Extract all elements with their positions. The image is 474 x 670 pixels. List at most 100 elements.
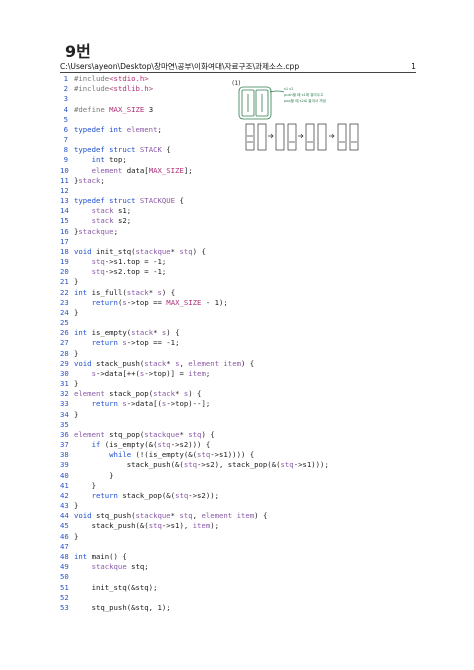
line-number: 11 (60, 175, 69, 185)
code-token: stq (280, 460, 294, 470)
code-token: stack (91, 206, 114, 216)
code-token: s (157, 287, 162, 297)
code-token: stack_pop( (104, 389, 154, 399)
code-token (74, 369, 92, 378)
code-token: typedef int (74, 124, 127, 134)
code-line: 45 stack_push(&(stq->s1), item); (60, 521, 219, 531)
line-number: 2 (63, 84, 68, 94)
code-token: , (179, 358, 189, 368)
line-number: 44 (60, 511, 69, 521)
code-token: ->data[++( (95, 368, 140, 378)
line-number: 42 (60, 490, 69, 500)
code-token (74, 206, 92, 215)
code-token: if (91, 440, 101, 450)
code-token: stack (91, 216, 114, 226)
code-token: stq (91, 257, 105, 267)
code-token: } (74, 175, 79, 185)
code-token: return (91, 297, 118, 307)
code-token (74, 257, 92, 266)
code-token: } (74, 277, 79, 287)
code-line: 38 while (!(is_empty(&(stq->s1)))) { (60, 450, 254, 460)
code-token: ; (100, 175, 105, 185)
code-token: stq (179, 511, 193, 521)
line-number: 7 (63, 135, 68, 145)
code-line: 27 return s->top == -1; (60, 338, 179, 348)
code-token: stack (131, 328, 154, 338)
code-token: MAX_SIZE (148, 165, 184, 175)
line-number: 32 (60, 389, 69, 399)
code-token: { (161, 145, 171, 155)
code-token: stack (153, 389, 176, 399)
code-line: 41 } (60, 481, 96, 491)
code-token: } (74, 307, 79, 317)
code-token: MAX_SIZE (109, 104, 145, 114)
code-token: s (161, 399, 167, 409)
line-number: 41 (60, 480, 69, 490)
code-token: ->s1), (161, 521, 193, 531)
code-token: ->s1))); (293, 460, 329, 470)
code-token: STACK (139, 145, 162, 155)
code-line: 12 (60, 186, 74, 196)
code-token: } (74, 226, 79, 236)
sketch-steps (245, 123, 359, 151)
line-number: 23 (60, 297, 69, 307)
code-line: 1#include<stdio.h> (60, 74, 149, 84)
code-token: ->s2)); (188, 490, 220, 500)
line-number: 29 (60, 358, 69, 368)
code-token: #define (74, 104, 110, 114)
code-token (74, 399, 92, 408)
line-number: 48 (60, 551, 69, 561)
code-token: typedef struct (74, 145, 140, 155)
code-line: 53 stq_push(&stq, 1); (60, 603, 171, 613)
code-token: element (74, 389, 105, 399)
code-line: 21} (60, 277, 78, 287)
code-token: } (74, 470, 114, 480)
line-number: 20 (60, 267, 69, 277)
code-token: int (74, 551, 88, 561)
code-token: stq (175, 490, 189, 500)
code-token: ->s1)))) { (210, 450, 255, 460)
code-token: data[ (122, 165, 149, 175)
line-number: 14 (60, 206, 69, 216)
code-token (74, 166, 92, 175)
code-token: { (175, 196, 184, 206)
code-token: stq (157, 440, 171, 450)
code-token: stack (144, 358, 167, 368)
line-number: 15 (60, 216, 69, 226)
code-token: int (74, 328, 88, 338)
code-token: stack_push(&( (74, 460, 184, 470)
code-line: 8 typedef struct STACK { (60, 145, 171, 155)
line-number: 37 (60, 440, 69, 450)
code-token: ) { (192, 246, 206, 256)
line-number: 24 (60, 307, 69, 317)
code-token: (!(is_empty(&( (131, 450, 198, 460)
code-token: ->data[( (126, 399, 162, 409)
line-number: 51 (60, 582, 69, 592)
line-number: 50 (60, 572, 69, 582)
code-token: stackque (78, 226, 114, 236)
code-token: s (139, 368, 145, 378)
line-number: 8 (63, 145, 68, 155)
code-token: void (74, 358, 92, 368)
code-token: void (74, 511, 92, 521)
code-token (74, 267, 92, 276)
code-token: ->s2), stack_pop(&( (197, 460, 281, 470)
line-number: 5 (63, 114, 68, 124)
code-line: 52 (60, 593, 74, 603)
code-token: stack_pop(&( (117, 490, 176, 500)
code-line: 37 if (is_empty(&(stq->s2))) { (60, 440, 210, 450)
code-token: element item (188, 358, 241, 368)
line-number: 49 (60, 562, 69, 572)
code-line: 19 stq->s1.top = -1; (60, 257, 166, 267)
line-number: 45 (60, 521, 69, 531)
code-token: MAX_SIZE (166, 297, 202, 307)
code-token: top; (104, 155, 127, 165)
line-number: 38 (60, 450, 69, 460)
code-line: 16}stackque; (60, 227, 118, 237)
code-token: * (166, 358, 176, 368)
